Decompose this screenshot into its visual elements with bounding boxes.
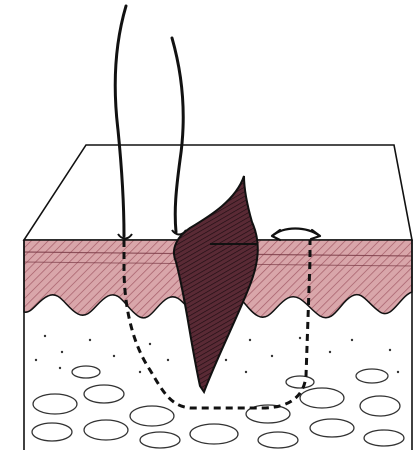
skin-excision-diagram [0,0,419,459]
diagram-canvas [0,0,419,459]
